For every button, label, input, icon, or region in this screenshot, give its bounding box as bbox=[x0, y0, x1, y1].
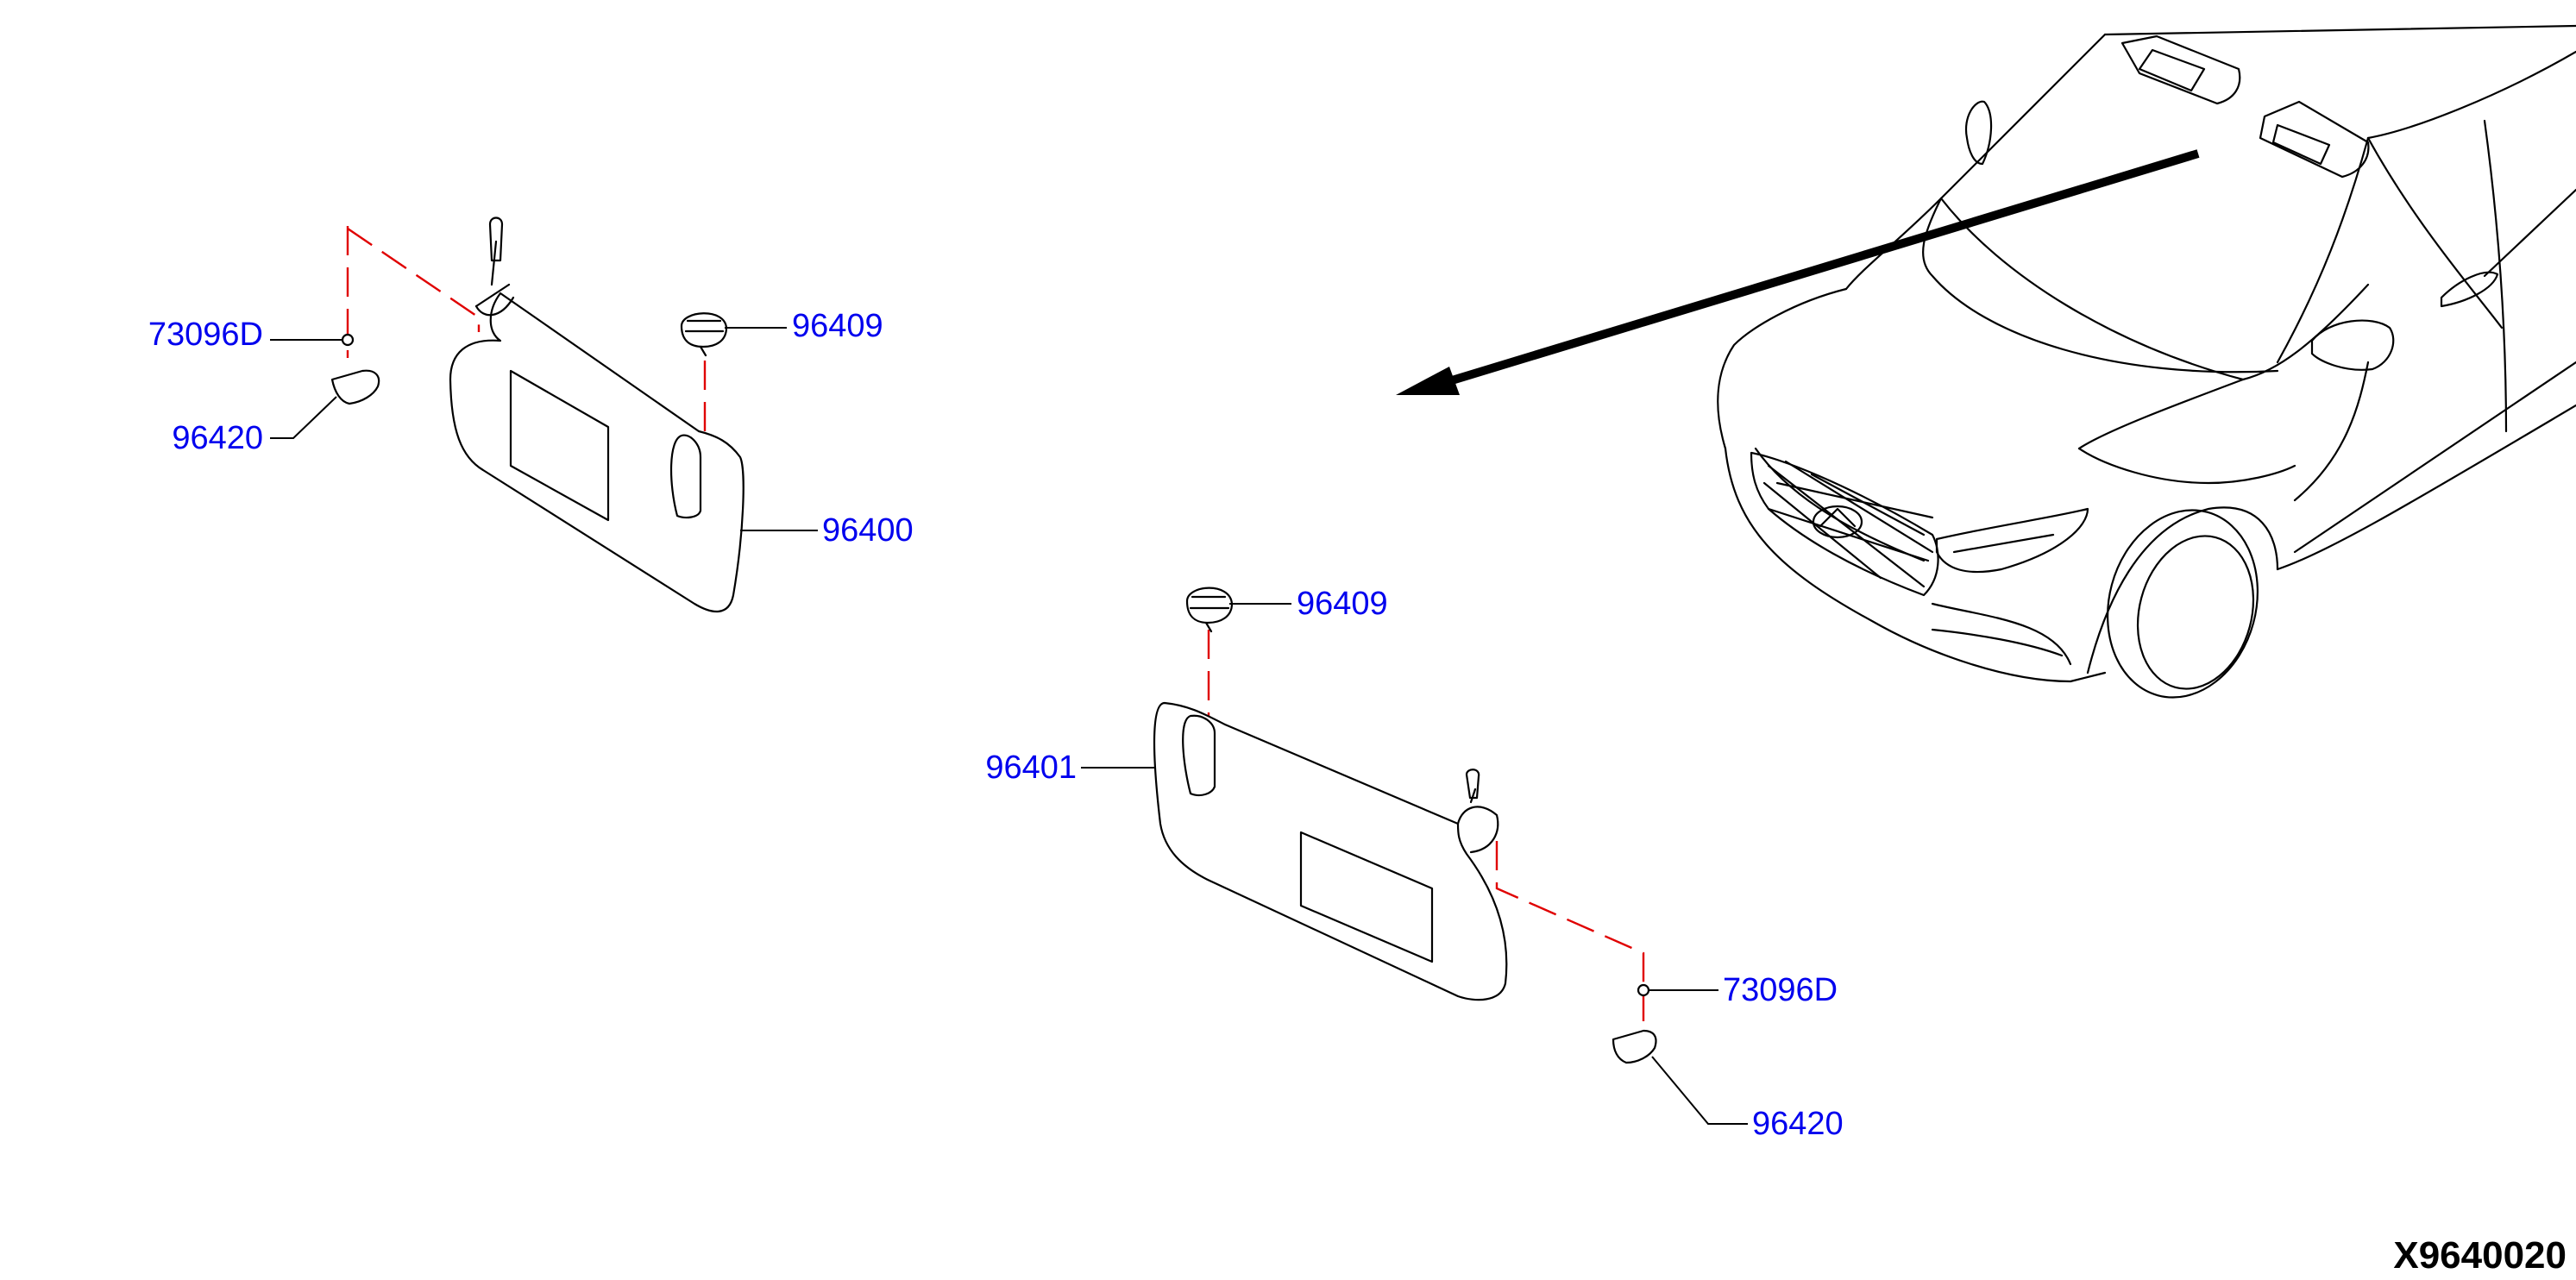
right-sun-visor-96401[interactable] bbox=[1153, 701, 1508, 1001]
right-visor-pivot bbox=[1456, 769, 1499, 854]
left-clip-96409[interactable] bbox=[680, 312, 728, 357]
vehicle-headlight bbox=[1935, 507, 2089, 574]
left-visor-mirror bbox=[509, 369, 610, 522]
callout-right-96409: 96409 bbox=[1297, 586, 1388, 622]
right-alignment-line bbox=[1495, 841, 1645, 983]
callout-right-73096D: 73096D bbox=[1723, 972, 1838, 1008]
callout-left-96420: 96420 bbox=[172, 420, 263, 456]
vehicle-illustration bbox=[1717, 24, 2576, 699]
left-visor-pivot bbox=[474, 216, 511, 308]
left-visor-assembly: 73096D 96420 96409 96400 bbox=[148, 216, 914, 613]
callout-left-96409: 96409 bbox=[792, 308, 883, 344]
left-sun-visor-96400[interactable] bbox=[449, 292, 745, 613]
callout-right-96401: 96401 bbox=[985, 750, 1077, 786]
diagram-reference-code: X9640020 bbox=[2393, 1234, 2567, 1277]
right-visor-clip-end bbox=[1182, 714, 1216, 797]
callout-left-73096D: 73096D bbox=[148, 317, 263, 353]
vehicle-front-wheel bbox=[2107, 509, 2259, 699]
leader-left-96420 bbox=[270, 396, 337, 439]
left-screw-73096D[interactable] bbox=[341, 333, 355, 347]
callout-left-96400: 96400 bbox=[822, 512, 914, 549]
vehicle-grille bbox=[1750, 451, 1939, 597]
right-cover-96420[interactable] bbox=[1612, 1029, 1657, 1064]
left-visor-clip-end bbox=[669, 434, 702, 519]
left-alignment-line bbox=[346, 226, 481, 358]
right-visor-mirror bbox=[1299, 831, 1434, 963]
right-visor-assembly: 96409 96401 73096D 96420 bbox=[985, 586, 1843, 1142]
left-cover-96420[interactable] bbox=[330, 369, 380, 405]
right-screw-73096D[interactable] bbox=[1637, 983, 1650, 997]
location-arrow bbox=[1396, 149, 2200, 395]
leader-right-96420 bbox=[1651, 1056, 1748, 1125]
right-clip-96409[interactable] bbox=[1185, 587, 1234, 633]
callout-right-96420: 96420 bbox=[1752, 1106, 1844, 1142]
